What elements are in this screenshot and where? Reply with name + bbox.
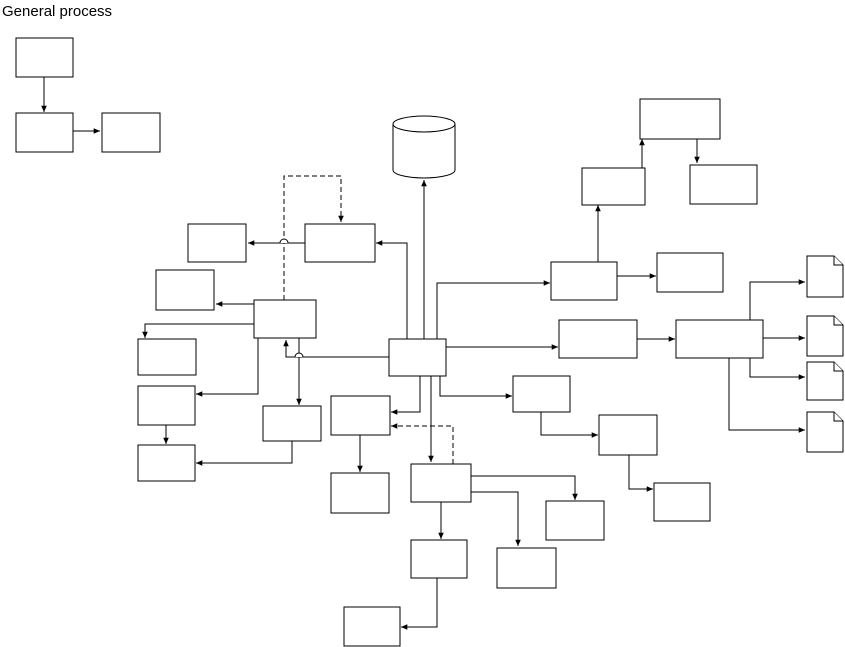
node-customers[interactable] — [304, 223, 376, 263]
node-doc-1[interactable] — [806, 255, 844, 298]
page-title: General process — [2, 3, 113, 20]
node-sales[interactable] — [545, 500, 605, 541]
node-report-template[interactable] — [598, 414, 658, 456]
node-purchase[interactable] — [253, 299, 317, 339]
node-image-file[interactable] — [343, 606, 401, 647]
edge-engine-to-report — [439, 376, 512, 399]
node-customization-template[interactable] — [675, 319, 764, 359]
node-purchase-template[interactable] — [155, 269, 215, 311]
node-function[interactable] — [15, 112, 74, 153]
edge-engine-to-component — [436, 280, 550, 339]
node-function-template[interactable] — [101, 112, 161, 153]
node-invoicing[interactable] — [330, 395, 391, 436]
node-component[interactable] — [550, 261, 618, 301]
edge-report-template-to-report-list — [628, 455, 653, 492]
edge-engine-to-invoicing — [391, 376, 421, 415]
node-item-template[interactable] — [410, 539, 468, 579]
node-stock[interactable] — [137, 338, 197, 376]
edge-purchase-to-stock — [142, 323, 254, 338]
edge-engine-to-customers — [376, 240, 408, 339]
edges — [41, 77, 805, 630]
edge-purchase-to-customers-dashed — [283, 175, 344, 300]
node-database[interactable] — [392, 115, 456, 179]
node-dynamic[interactable] — [639, 98, 721, 140]
node-doc-2[interactable] — [806, 315, 844, 357]
node-shipping[interactable] — [262, 405, 322, 442]
edge-purchase-to-balance — [196, 338, 259, 397]
edge-report-to-report-template — [540, 412, 598, 438]
node-engine-top[interactable] — [15, 37, 74, 78]
node-customization[interactable] — [558, 319, 638, 359]
node-component-template[interactable] — [656, 252, 724, 293]
node-report[interactable] — [512, 375, 571, 413]
line-hop — [279, 238, 289, 244]
edge-customization-template-to-doc-1 — [749, 279, 805, 320]
node-operate[interactable] — [496, 547, 557, 589]
node-balance[interactable] — [137, 385, 196, 426]
line-hop — [294, 352, 304, 358]
node-doc-3[interactable] — [806, 361, 844, 401]
edge-customization-template-to-doc-4 — [728, 358, 805, 433]
edge-shipping-to-total — [196, 441, 293, 466]
edge-customization-template-to-doc-3 — [749, 358, 805, 380]
edge-item-template-to-image-file — [401, 578, 438, 630]
node-total[interactable] — [137, 444, 196, 482]
node-customer-template[interactable] — [187, 223, 247, 263]
line-hops — [279, 238, 304, 358]
node-feature[interactable] — [581, 167, 646, 206]
node-invoicing-template[interactable] — [330, 472, 390, 514]
edge-item-to-sales — [471, 475, 578, 500]
node-object[interactable] — [689, 164, 758, 205]
edge-item-to-operate — [471, 491, 521, 546]
node-item[interactable] — [410, 463, 472, 503]
node-engine-center[interactable] — [388, 338, 447, 377]
edge-item-to-invoicing-dashed — [391, 423, 454, 464]
node-report-list[interactable] — [653, 482, 711, 522]
node-doc-4[interactable] — [806, 411, 844, 453]
edge-engine-to-purchase — [283, 340, 389, 358]
